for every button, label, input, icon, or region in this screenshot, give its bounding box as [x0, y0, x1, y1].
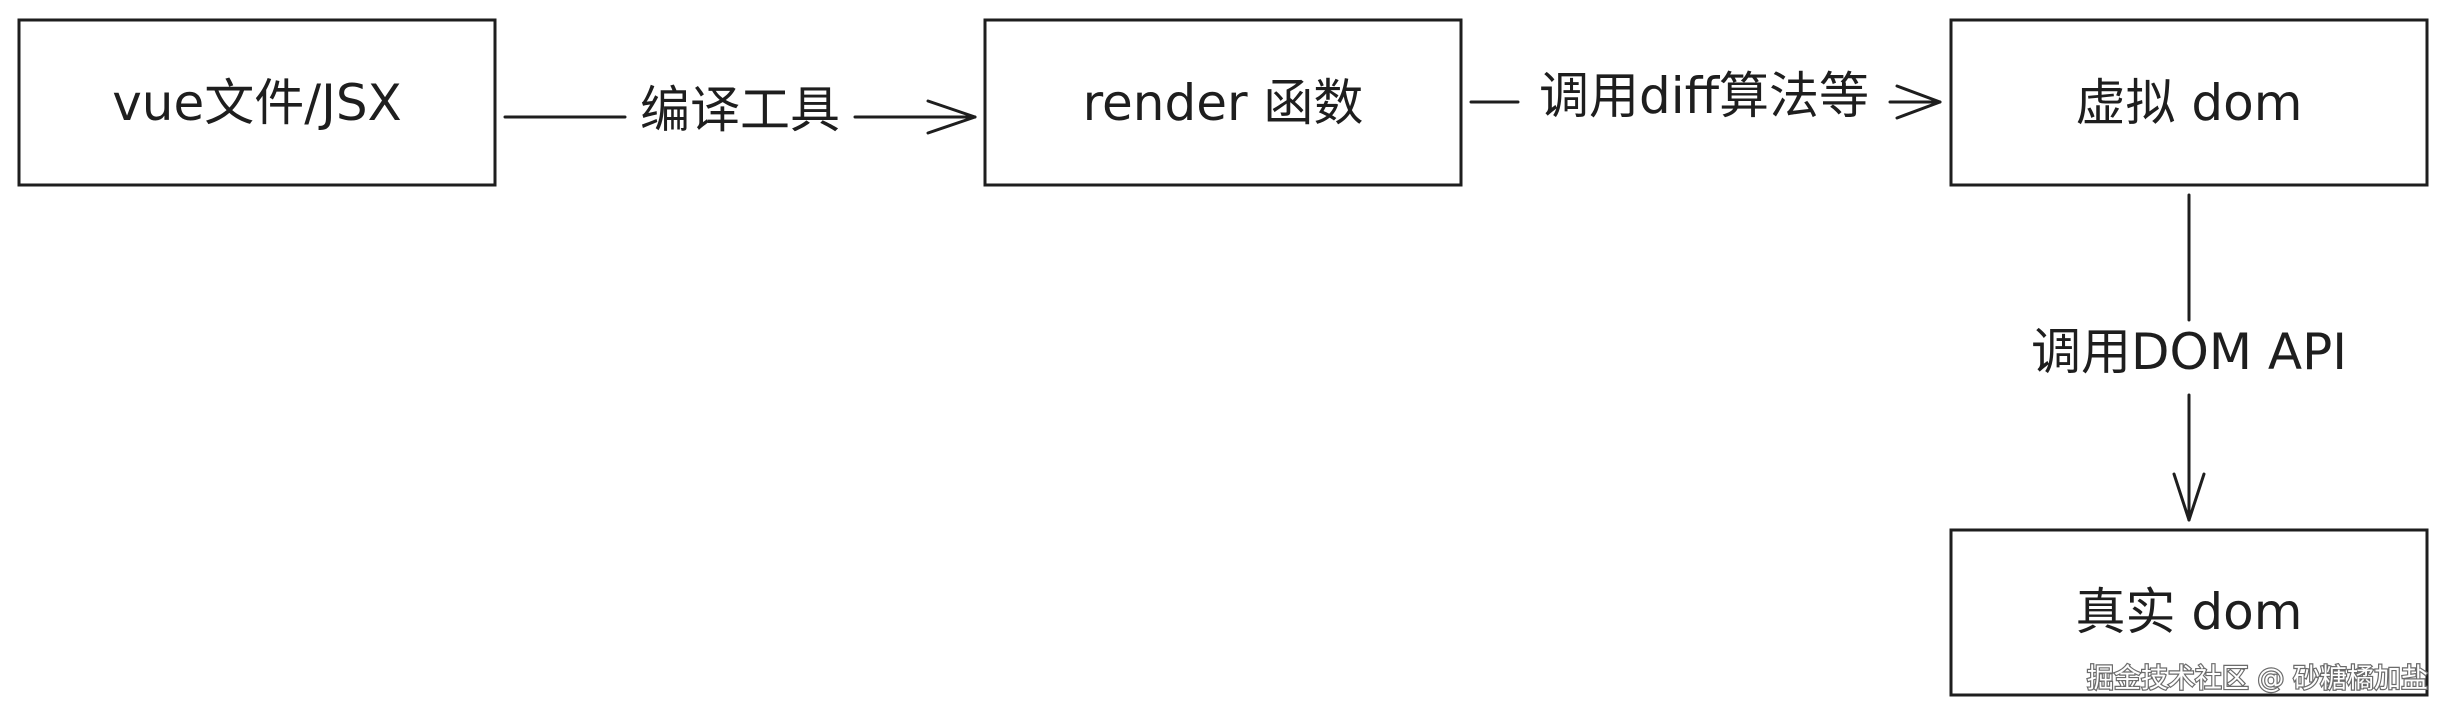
edge-vdom-to-realdom: 调用DOM API: [2031, 193, 2347, 522]
node-render-label: render 函数: [1083, 74, 1364, 132]
edge-1-arrowhead: [926, 99, 977, 135]
edge-source-to-render: 编译工具: [503, 81, 977, 139]
node-vdom-label: 虚拟 dom: [2076, 74, 2303, 132]
edge-2-label: 调用diff算法等: [1539, 67, 1869, 125]
node-vdom-box: 虚拟 dom: [1949, 18, 2429, 187]
node-realdom-box: 真实 dom: [1949, 528, 2429, 697]
edge-3-label: 调用DOM API: [2031, 323, 2347, 381]
edge-3-arrowhead: [2172, 472, 2206, 522]
edge-2-arrowhead: [1895, 84, 1942, 120]
edge-1-label: 编译工具: [640, 81, 840, 139]
node-realdom-label: 真实 dom: [2076, 583, 2303, 641]
watermark-text: 掘金技术社区 @ 砂糖橘加盐: [2087, 664, 2428, 695]
edge-render-to-vdom: 调用diff算法等: [1469, 67, 1942, 125]
node-source-label: vue文件/JSX: [112, 74, 402, 132]
node-source-box: vue文件/JSX: [17, 18, 497, 187]
node-render-box: render 函数: [983, 18, 1463, 187]
